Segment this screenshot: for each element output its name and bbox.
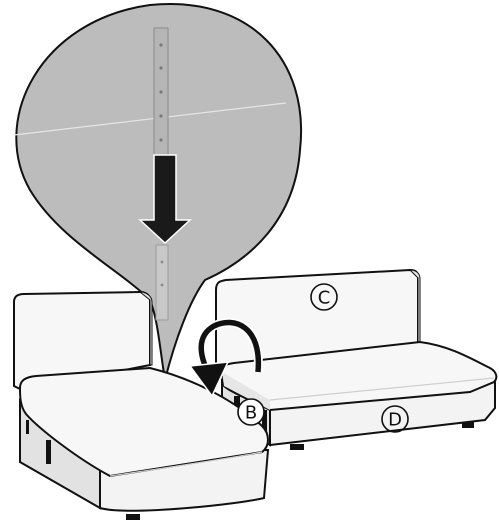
label-c-text: C [318,288,331,309]
label-b-text: B [245,403,257,424]
label-b: B [238,399,264,425]
metal-bracket-lower [156,245,168,320]
label-d-text: D [388,410,402,431]
